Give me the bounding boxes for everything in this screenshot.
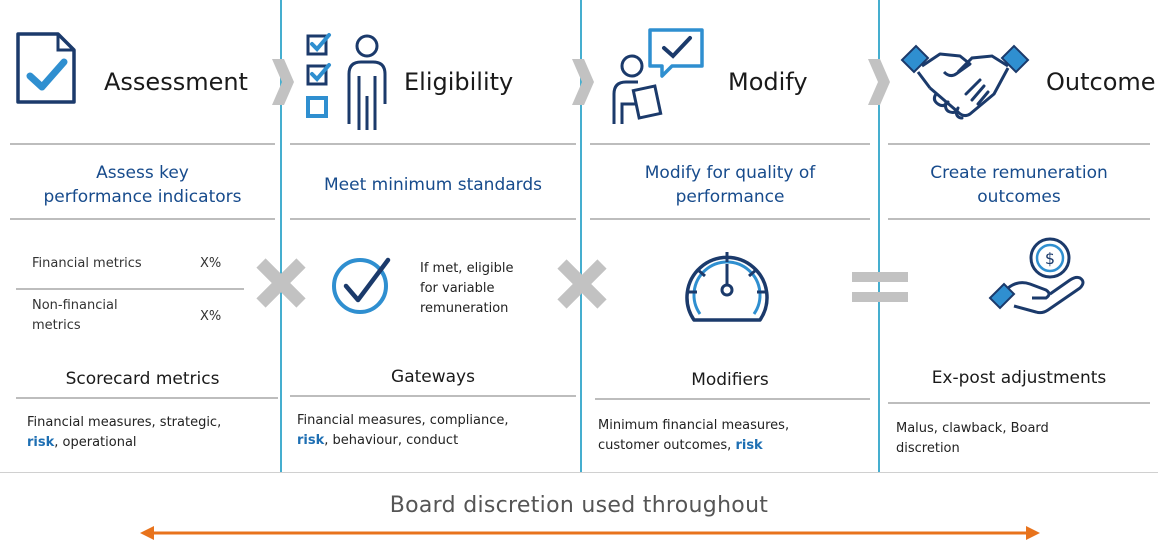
stage-subtitle: Create remuneration outcomes (888, 161, 1150, 209)
equals-icon (852, 272, 908, 302)
metric-label-line: Non-financial (32, 298, 118, 313)
desc-line: Minimum financial measures, (598, 418, 790, 433)
person-review-icon (612, 28, 704, 124)
metric-label: Non-financial metrics (32, 296, 118, 336)
subtitle-line: Modify for quality of (644, 163, 816, 183)
eligibility-note: If met, eligible for variable remunerati… (420, 259, 550, 319)
section-label: Ex-post adjustments (931, 368, 1107, 388)
stage-title: Assessment (104, 68, 248, 96)
section-label: Modifiers (691, 370, 769, 390)
stage-title: Modify (728, 68, 808, 96)
multiply-icon (256, 258, 306, 308)
hand-coin-icon: $ (988, 237, 1085, 315)
metric-value: X% (200, 256, 222, 271)
gauge-icon (685, 252, 769, 322)
chevron-right-icon (868, 59, 890, 105)
stage-subtitle: Assess key performance indicators (10, 161, 275, 209)
stage-title: Eligibility (404, 68, 514, 96)
stage-description: Minimum financial measures, customer out… (598, 416, 868, 456)
double-arrow-icon (140, 526, 1040, 540)
chevron-right-icon (572, 59, 594, 105)
metric-label-line: metrics (32, 318, 81, 333)
stage-description: Financial measures, compliance, risk, be… (297, 411, 572, 451)
handshake-icon (900, 44, 1030, 120)
desc-line: risk, operational (27, 433, 277, 453)
section-label: Gateways (391, 367, 475, 387)
stage-eligibility (280, 0, 580, 472)
note-line: remuneration (420, 301, 509, 316)
note-line: If met, eligible (420, 261, 514, 276)
divider (290, 218, 576, 220)
divider (290, 143, 576, 145)
multiply-icon (557, 259, 607, 309)
desc-text: customer outcomes, (598, 438, 736, 453)
divider (16, 397, 278, 399)
metric-label: Financial metrics (32, 256, 142, 271)
subtitle-line: Assess key (96, 163, 189, 183)
stage-modify (580, 0, 878, 472)
checklist-document-icon (16, 32, 76, 104)
divider (10, 218, 275, 220)
stage-subtitle: Modify for quality of performance (590, 161, 870, 209)
desc-line: customer outcomes, risk (598, 436, 868, 456)
divider (888, 143, 1150, 145)
subtitle-line: performance indicators (43, 187, 242, 207)
risk-highlight: risk (735, 438, 763, 453)
desc-line: Malus, clawback, Board (896, 421, 1049, 436)
stage-title: Outcome (1046, 68, 1156, 96)
stage-subtitle: Meet minimum standards (324, 175, 542, 195)
stage-description: Financial measures, strategic, risk, ope… (27, 413, 277, 453)
check-circle-icon (332, 257, 391, 314)
frame-bottom-border (0, 472, 1158, 473)
desc-line: Financial measures, compliance, (297, 413, 509, 428)
desc-text: , operational (54, 435, 137, 450)
stage-description: Malus, clawback, Board discretion (896, 419, 1146, 459)
divider (590, 143, 870, 145)
divider (290, 395, 576, 397)
person-checklist-icon (306, 33, 387, 130)
metric-value: X% (200, 309, 222, 324)
divider (590, 218, 870, 220)
subtitle-line: performance (675, 187, 785, 207)
subtitle-line: outcomes (977, 187, 1061, 207)
stage-outcome (878, 0, 1158, 472)
divider (10, 143, 275, 145)
divider (16, 288, 244, 290)
footer-caption: Board discretion used throughout (389, 493, 769, 518)
desc-line: discretion (896, 441, 960, 456)
chevron-right-icon (272, 59, 294, 105)
subtitle-line: Create remuneration (930, 163, 1108, 183)
risk-highlight: risk (297, 433, 325, 448)
section-label: Scorecard metrics (65, 369, 220, 389)
note-line: for variable (420, 281, 495, 296)
divider (595, 398, 870, 400)
risk-highlight: risk (27, 435, 55, 450)
divider (888, 402, 1150, 404)
svg-text:$: $ (1045, 249, 1055, 268)
desc-line: Financial measures, strategic, (27, 415, 222, 430)
desc-text: , behaviour, conduct (324, 433, 459, 448)
divider (888, 218, 1150, 220)
desc-line: risk, behaviour, conduct (297, 431, 572, 451)
